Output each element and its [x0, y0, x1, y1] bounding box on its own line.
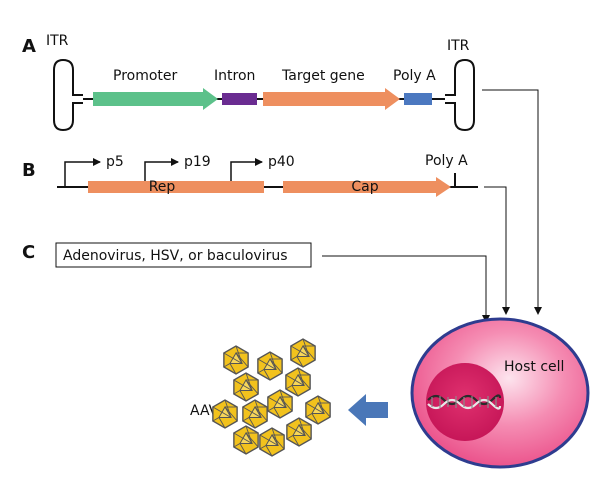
aav-capsid-cluster [212, 338, 331, 457]
promoter-label: Promoter [113, 68, 178, 84]
poly-a-label: Poly A [393, 68, 436, 84]
promoter-segment [93, 88, 218, 110]
p19-promoter-arrow [144, 158, 179, 181]
intron-label: Intron [214, 68, 255, 84]
aav-capsid-icon [212, 399, 238, 429]
aav-capsid-icon [285, 367, 311, 397]
aav-capsid-icon [223, 345, 249, 375]
target-gene-label: Target gene [281, 68, 365, 84]
connector-c-to-cell [322, 255, 490, 323]
aav-capsid-icon [286, 417, 312, 447]
connector-b-to-cell [484, 186, 510, 315]
p40-label: p40 [268, 154, 295, 170]
cap-segment [283, 177, 451, 197]
release-arrow-icon [348, 394, 388, 426]
connector-a-to-cell [482, 89, 542, 315]
panel-b-letter: B [22, 160, 36, 181]
rep-label: Rep [149, 179, 176, 195]
itr-right-hairpin [445, 58, 475, 132]
itr-left-label: ITR [46, 33, 69, 49]
p5-promoter-arrow [64, 158, 101, 187]
itr-right-label: ITR [447, 38, 470, 54]
rep-segment [88, 181, 264, 193]
panel-c-letter: C [22, 242, 35, 263]
aav-capsid-icon [267, 389, 293, 419]
p5-label: p5 [106, 154, 124, 170]
aav-capsid-icon [233, 372, 259, 402]
panel-a-letter: A [22, 36, 36, 57]
aav-capsid-icon [305, 395, 331, 425]
p19-label: p19 [184, 154, 211, 170]
aav-capsid-icon [290, 338, 316, 368]
poly-a-segment [404, 93, 432, 105]
target-gene-segment [263, 88, 400, 110]
cap-label: Cap [351, 179, 378, 195]
aav-label: AAV [190, 403, 219, 419]
dna-helix-icon [427, 394, 502, 410]
host-cell-label: Host cell [504, 359, 564, 375]
intron-segment [222, 93, 257, 105]
helper-virus-label: Adenovirus, HSV, or baculovirus [63, 248, 288, 264]
aav-capsid-icon [257, 351, 283, 381]
p40-promoter-arrow [230, 158, 263, 181]
aav-capsid-icon [233, 425, 259, 455]
aav-capsid-icon [259, 427, 285, 457]
rep-cap-poly-a-label: Poly A [425, 153, 468, 169]
aav-capsid-icon [242, 399, 268, 429]
helper-virus-box [55, 242, 312, 268]
itr-left-hairpin [53, 58, 83, 132]
nucleus [426, 363, 504, 441]
